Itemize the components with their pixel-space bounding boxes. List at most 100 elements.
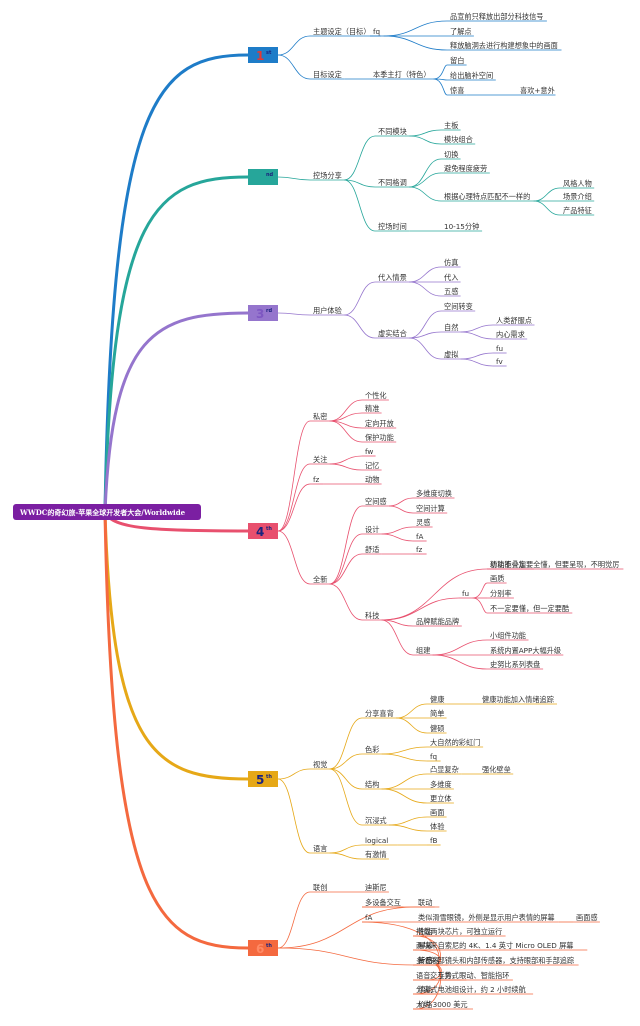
node-5-10[interactable]: 凸显复杂 bbox=[430, 765, 459, 774]
node-5-19[interactable]: fB bbox=[430, 836, 438, 845]
node-5-0[interactable]: 视觉 bbox=[313, 760, 327, 769]
node-5-12[interactable]: 多维度 bbox=[430, 780, 452, 789]
node-2-6[interactable]: 避免程度疲劳 bbox=[444, 164, 487, 173]
node-6-9[interactable]: 搭载两块芯片，可独立运行 bbox=[416, 927, 502, 936]
node-4-13[interactable]: 空间计算 bbox=[416, 504, 445, 513]
node-6-17[interactable]: 分离式电池组设计，约 2 小时续航 bbox=[416, 985, 526, 994]
node-2-1[interactable]: 不同模块 bbox=[378, 127, 407, 136]
node-1-9[interactable]: 惊喜 bbox=[450, 86, 464, 95]
node-1-3[interactable]: 了解点 bbox=[450, 27, 472, 36]
node-6-11[interactable]: 两块来自索尼的 4K、1.4 英寸 Micro OLED 屏幕 bbox=[416, 941, 573, 950]
node-5-13[interactable]: 更立体 bbox=[430, 794, 452, 803]
node-6-10[interactable]: 屏幕 bbox=[418, 941, 432, 950]
node-5-16[interactable]: 体验 bbox=[430, 822, 444, 831]
node-4-12[interactable]: 多维度切换 bbox=[416, 489, 452, 498]
node-5-11[interactable]: 强化壁垒 bbox=[482, 765, 511, 774]
node-5-20[interactable]: 有激情 bbox=[365, 850, 387, 859]
node-4-3[interactable]: 定向开放 bbox=[365, 419, 394, 428]
node-3-0[interactable]: 用户体验 bbox=[313, 306, 342, 315]
node-6-4[interactable]: 新品 bbox=[418, 956, 432, 965]
node-4-26[interactable]: 品牌赋能品牌 bbox=[416, 617, 459, 626]
node-3-5[interactable]: 虚实结合 bbox=[378, 329, 407, 338]
node-2-10[interactable]: 产品特征 bbox=[563, 206, 592, 215]
node-4-4[interactable]: 保护功能 bbox=[365, 433, 394, 442]
node-2-3[interactable]: 模块组合 bbox=[444, 135, 473, 144]
node-5-5[interactable]: 健硕 bbox=[430, 724, 444, 733]
node-3-10[interactable]: 虚拟 bbox=[444, 350, 458, 359]
node-5-2[interactable]: 健康 bbox=[430, 695, 444, 704]
node-4-24[interactable]: 分别率 bbox=[490, 589, 512, 598]
node-4-30[interactable]: 史努比系列表盘 bbox=[490, 660, 540, 669]
node-6-6[interactable]: 类似滑雪眼镜，外侧是显示用户表情的屏幕 bbox=[418, 913, 555, 922]
node-4-10[interactable]: 全新 bbox=[313, 575, 327, 584]
node-1-10[interactable]: 喜欢+意外 bbox=[520, 86, 555, 95]
node-6-14[interactable]: 交互方式 bbox=[430, 971, 459, 980]
node-4-7[interactable]: 记忆 bbox=[365, 461, 379, 470]
node-6-15[interactable]: 语音、手势、眼动、智能指环 bbox=[416, 971, 509, 980]
node-4-18[interactable]: fz bbox=[416, 545, 423, 554]
node-6-0[interactable]: 联创 bbox=[313, 883, 327, 892]
node-4-11[interactable]: 空间感 bbox=[365, 497, 387, 506]
node-4-14[interactable]: 设计 bbox=[365, 525, 379, 534]
node-5-15[interactable]: 画面 bbox=[430, 808, 444, 817]
node-5-18[interactable]: logical bbox=[365, 836, 388, 845]
node-3-1[interactable]: 代入情景 bbox=[378, 273, 407, 282]
node-3-12[interactable]: fv bbox=[496, 357, 504, 366]
node-2-7[interactable]: 根据心理特点匹配不一样的 bbox=[444, 192, 530, 201]
node-4-25[interactable]: 不一定要懂，但一定要酷 bbox=[490, 604, 569, 613]
node-4-8[interactable]: fz bbox=[313, 475, 320, 484]
node-4-28[interactable]: 小组件功能 bbox=[490, 631, 526, 640]
node-5-9[interactable]: 结构 bbox=[365, 780, 379, 789]
node-5-1[interactable]: 分享喜背 bbox=[365, 709, 394, 718]
node-4-19[interactable]: 科技 bbox=[365, 611, 379, 620]
node-3-8[interactable]: 人类舒服点 bbox=[496, 316, 532, 325]
node-4-17[interactable]: 舒适 bbox=[365, 545, 379, 554]
node-4-27[interactable]: 组建 bbox=[416, 646, 430, 655]
node-3-11[interactable]: fu bbox=[496, 344, 503, 353]
node-1-0[interactable]: 主题设定（目标） bbox=[313, 27, 371, 36]
node-2-12[interactable]: 10-15分钟 bbox=[444, 222, 479, 231]
node-6-16[interactable]: 续航 bbox=[418, 985, 432, 994]
node-2-11[interactable]: 控场时间 bbox=[378, 222, 407, 231]
node-2-2[interactable]: 主板 bbox=[444, 121, 458, 130]
node-3-6[interactable]: 空间转变 bbox=[444, 302, 473, 311]
node-3-7[interactable]: 自然 bbox=[444, 323, 458, 332]
node-4-5[interactable]: 关注 bbox=[313, 455, 327, 464]
node-4-9[interactable]: 动物 bbox=[365, 475, 379, 484]
node-2-4[interactable]: 不同格调 bbox=[378, 178, 407, 187]
node-4-1[interactable]: 个性化 bbox=[365, 391, 387, 400]
root-node[interactable]: WWDC的奇幻旅-苹果全球开发者大会/Worldwide bbox=[13, 504, 201, 520]
node-3-2[interactable]: 仿真 bbox=[444, 258, 458, 267]
node-4-29[interactable]: 系统内置APP大幅升级 bbox=[490, 646, 561, 655]
node-6-1[interactable]: 迪斯尼 bbox=[365, 883, 387, 892]
node-6-18[interactable]: 价格 bbox=[418, 1000, 433, 1009]
node-6-13[interactable]: 多个外部镜头和内部传感器，支持眼部和手部追踪 bbox=[416, 956, 574, 965]
node-6-12[interactable]: 传感器 bbox=[418, 956, 440, 965]
node-5-6[interactable]: 色彩 bbox=[365, 745, 379, 754]
node-6-8[interactable]: 性能 bbox=[418, 927, 432, 936]
node-3-3[interactable]: 代入 bbox=[444, 273, 458, 282]
node-2-0[interactable]: 控场分享 bbox=[313, 171, 342, 180]
node-1-1[interactable]: fq bbox=[373, 27, 380, 36]
node-4-23[interactable]: 画质 bbox=[490, 574, 504, 583]
node-4-22[interactable]: fu bbox=[462, 589, 469, 598]
node-1-6[interactable]: 本季主打（特色） bbox=[373, 70, 431, 79]
node-4-21[interactable]: 功能不一定要全懂，但要呈现，不明觉厉 bbox=[490, 560, 619, 569]
node-5-3[interactable]: 健康功能加入情绪追踪 bbox=[482, 695, 554, 704]
node-4-15[interactable]: 灵感 bbox=[416, 518, 430, 527]
node-3-9[interactable]: 内心需求 bbox=[496, 330, 525, 339]
node-5-7[interactable]: 大自然的彩虹门 bbox=[430, 738, 480, 747]
node-1-4[interactable]: 释放脑洞去进行构建想象中的画面 bbox=[450, 41, 558, 50]
node-6-7[interactable]: 画面感 bbox=[576, 913, 598, 922]
node-5-8[interactable]: fq bbox=[430, 752, 437, 761]
node-2-9[interactable]: 场景介绍 bbox=[563, 192, 592, 201]
node-1-2[interactable]: 品宣前只释放出部分科技信号 bbox=[450, 12, 543, 21]
node-4-6[interactable]: fw bbox=[365, 447, 373, 456]
node-4-2[interactable]: 精准 bbox=[365, 404, 379, 413]
node-4-20[interactable]: 新功能叠加 bbox=[490, 560, 526, 569]
